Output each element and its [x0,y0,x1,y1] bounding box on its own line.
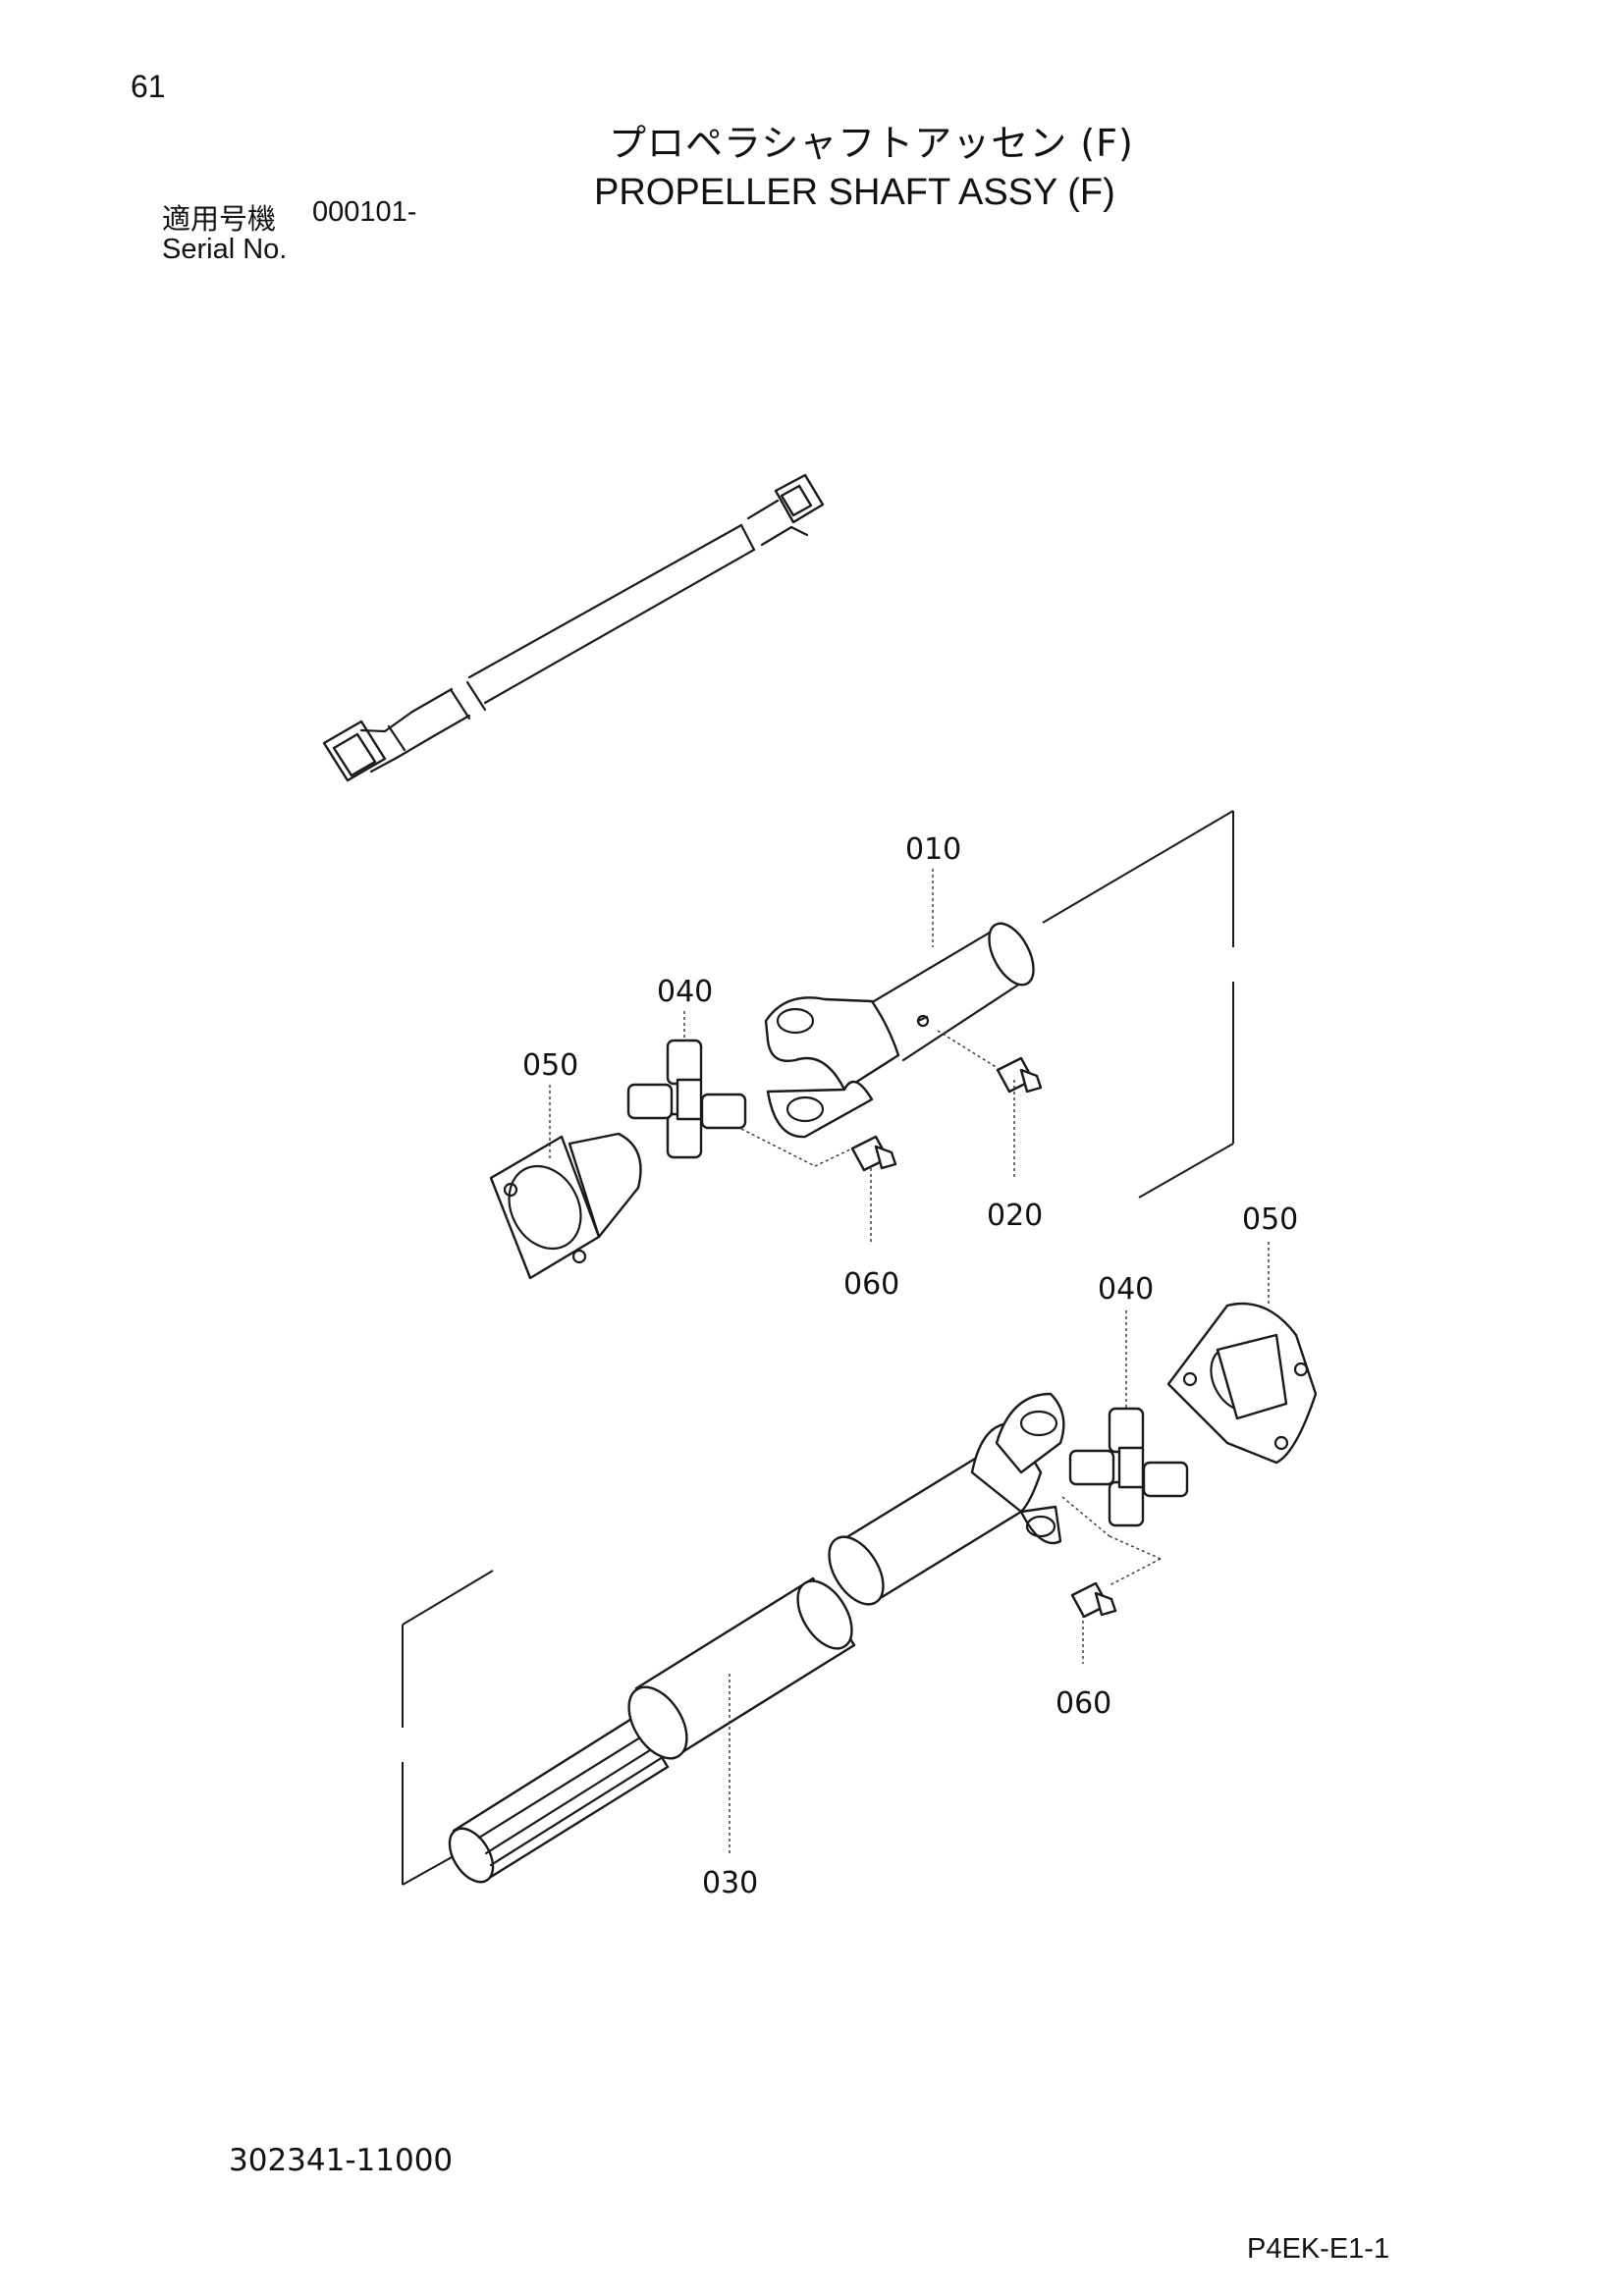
callout-040-lower: 040 [1098,1272,1154,1307]
callout-050-upper: 050 [522,1048,578,1083]
serial-number-value: 000101- [312,196,417,228]
title-english: PROPELLER SHAFT ASSY (F) [594,172,1115,213]
part-060-grease-nipple-lower [1061,1496,1162,1619]
serial-label-japanese: 適用号機 [162,202,277,236]
part-050-flange-upper [489,1132,642,1280]
callout-060-lower: 060 [1056,1686,1111,1721]
leader-lines [549,869,1270,1855]
assembled-shaft-overview [322,473,825,782]
part-010-yoke-tube [764,922,1035,1139]
part-040-spider-upper [626,1039,747,1159]
part-040-spider-lower [1068,1407,1189,1527]
part-020-grease-nipple [937,1030,1043,1094]
title-japanese: プロペラシャフトアッセン (F) [609,122,1134,165]
callout-020: 020 [987,1199,1043,1233]
callout-060-upper: 060 [843,1267,899,1302]
lower-phantom-frame [402,1570,494,1886]
page-number: 61 [131,69,166,104]
part-050-flange-lower [1166,1302,1318,1465]
callout-040-upper: 040 [657,975,713,1009]
callout-010: 010 [905,832,961,867]
upper-phantom-frame [740,810,1234,1199]
serial-label-english: Serial No. [162,234,288,265]
part-030-splined-shaft [448,1392,1065,1884]
part-drawing-number: 302341-11000 [229,2143,454,2178]
part-060-grease-nipple-upper [850,1135,897,1172]
page-code: P4EK-E1-1 [1247,2233,1390,2265]
callout-030: 030 [702,1866,758,1900]
callout-050-lower: 050 [1242,1202,1298,1237]
